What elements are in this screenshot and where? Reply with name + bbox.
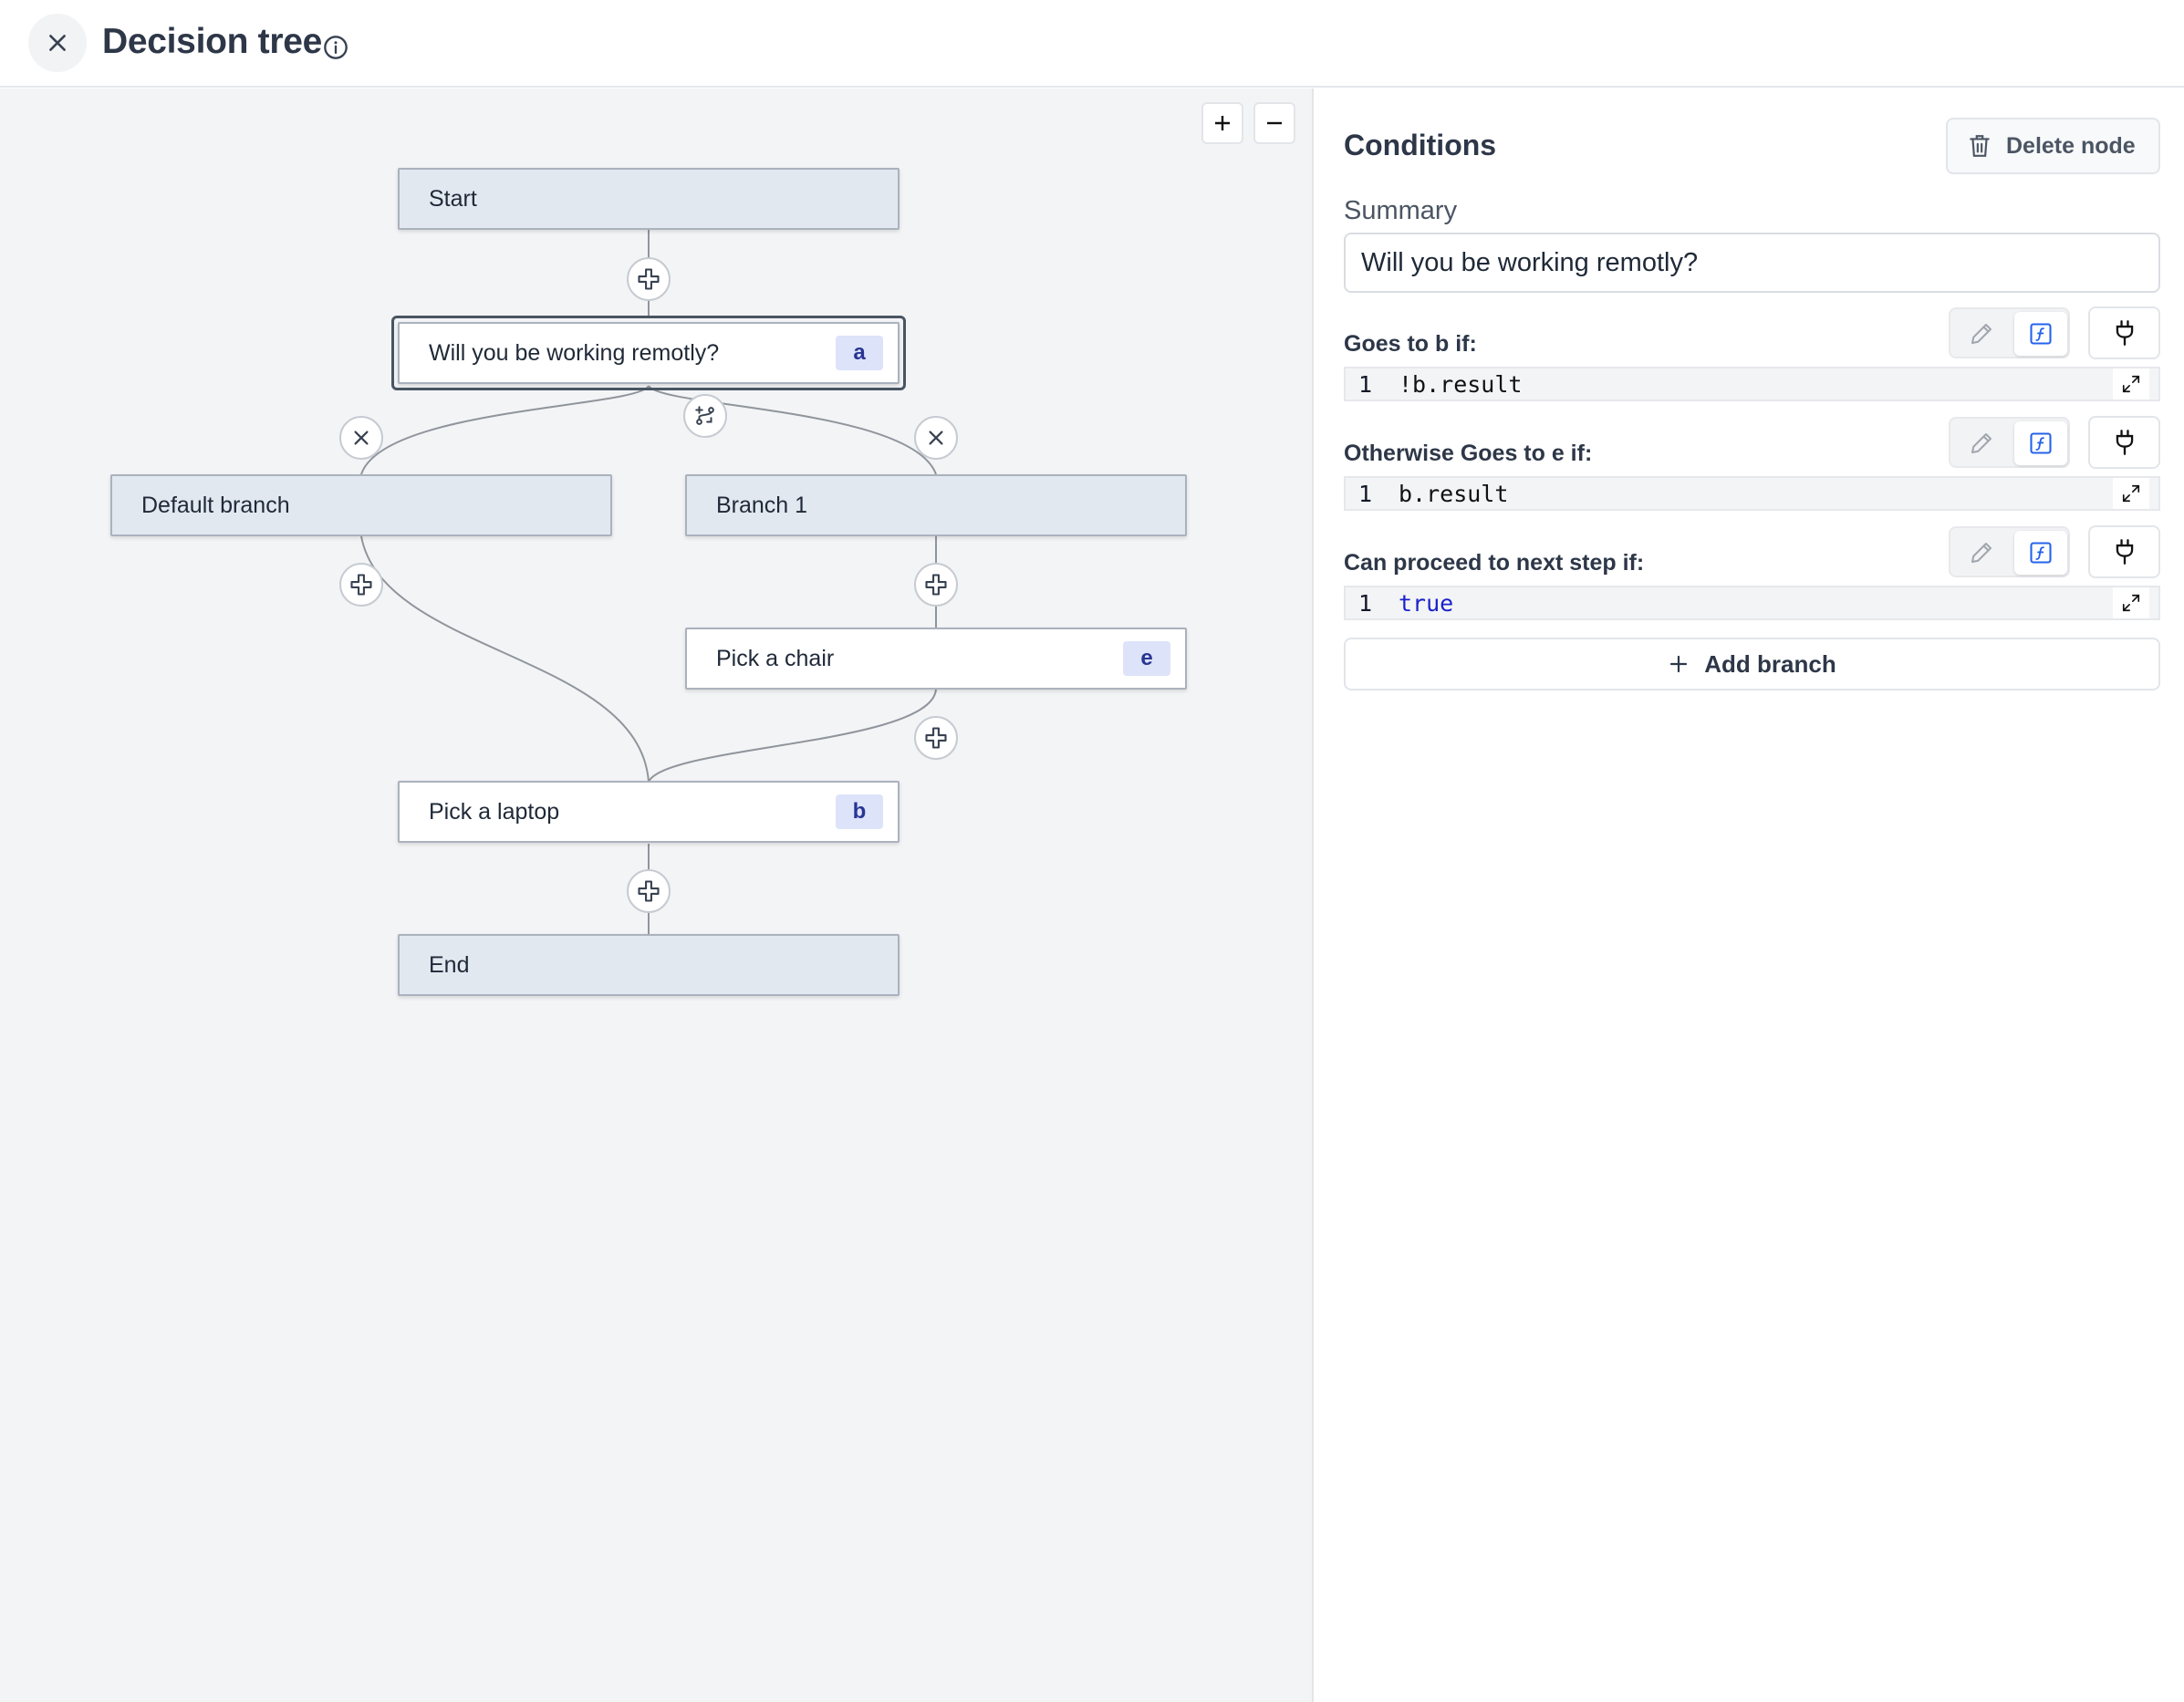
edit-mode-button[interactable]: [1956, 314, 2007, 354]
plug-icon: [2116, 320, 2133, 346]
add-node-button[interactable]: [627, 257, 671, 301]
function-icon: [2030, 432, 2052, 454]
node-label: End: [429, 951, 470, 978]
plug-icon: [2116, 539, 2133, 565]
mode-toggle-group: [1949, 417, 2070, 468]
pencil-icon: [1971, 543, 1992, 563]
node-id-badge: a: [836, 336, 883, 370]
node-question[interactable]: Will you be working remotly? a: [398, 322, 900, 384]
function-icon: [2030, 323, 2052, 345]
condition-label: Can proceed to next step if:: [1344, 550, 1645, 576]
info-icon[interactable]: [323, 35, 348, 60]
remove-branch-button[interactable]: [914, 416, 958, 460]
mode-toggle-group: [1949, 307, 2070, 358]
add-node-button[interactable]: [914, 563, 958, 607]
node-label: Will you be working remotly?: [429, 339, 720, 366]
add-node-button[interactable]: [627, 869, 671, 913]
pencil-icon: [1971, 324, 1992, 344]
node-label: Start: [429, 185, 477, 212]
minus-icon: [1267, 121, 1282, 125]
expand-icon: [2122, 594, 2140, 612]
flow-canvas[interactable]: Start Will you be working remotly? a Def…: [0, 88, 1312, 1702]
trash-icon: [1970, 135, 1990, 157]
plus-outline-icon: [350, 574, 372, 596]
node-pick-chair[interactable]: Pick a chair e: [685, 628, 1187, 690]
expression-mode-button[interactable]: [2014, 421, 2067, 465]
zoom-out-button[interactable]: [1253, 102, 1295, 144]
conditions-panel: Conditions Delete node Summary Goes to b…: [1314, 88, 2184, 1702]
code-line[interactable]: true: [1399, 589, 1454, 617]
close-icon: [49, 35, 66, 51]
remove-branch-button[interactable]: [339, 416, 383, 460]
connect-button[interactable]: [2088, 525, 2160, 578]
add-branch-label: Add branch: [1704, 649, 1836, 678]
add-node-button[interactable]: [339, 563, 383, 607]
edit-mode-button[interactable]: [1956, 533, 2007, 573]
code-line[interactable]: b.result: [1399, 480, 1509, 507]
branch-plus-icon: [695, 406, 714, 425]
connect-button[interactable]: [2088, 306, 2160, 359]
plug-icon: [2116, 430, 2133, 455]
condition-label: Otherwise Goes to e if:: [1344, 441, 1593, 466]
code-editor[interactable]: 1 b.result: [1344, 476, 2160, 511]
line-number: 1: [1358, 370, 1373, 398]
node-start[interactable]: Start: [398, 168, 900, 230]
node-label: Branch 1: [716, 492, 808, 518]
page-title: Decision tree: [102, 22, 323, 61]
expression-mode-button[interactable]: [2014, 312, 2067, 356]
add-branch-node-button[interactable]: [683, 394, 727, 438]
top-bar: Decision tree: [0, 0, 2184, 88]
node-branch-1[interactable]: Branch 1: [685, 474, 1187, 536]
connect-button[interactable]: [2088, 416, 2160, 469]
expand-editor-button[interactable]: [2113, 368, 2149, 400]
flow-edges: [360, 228, 937, 935]
plus-icon: [1215, 116, 1230, 130]
function-icon: [2030, 542, 2052, 564]
code-editor[interactable]: 1 !b.result: [1344, 367, 2160, 401]
close-icon: [929, 431, 943, 445]
delete-node-button[interactable]: Delete node: [1946, 118, 2160, 174]
node-label: Pick a chair: [716, 645, 835, 671]
plus-outline-icon: [925, 727, 947, 749]
plus-outline-icon: [638, 268, 660, 290]
node-label: Pick a laptop: [429, 798, 560, 825]
line-number: 1: [1358, 589, 1373, 617]
line-number: 1: [1358, 480, 1373, 507]
node-default-branch[interactable]: Default branch: [110, 474, 612, 536]
node-label: Default branch: [141, 492, 290, 518]
expand-icon: [2122, 375, 2140, 393]
node-id-badge: b: [836, 794, 883, 829]
mode-toggle-group: [1949, 526, 2070, 577]
close-button[interactable]: [28, 14, 87, 72]
zoom-in-button[interactable]: [1201, 102, 1243, 144]
condition-label: Goes to b if:: [1344, 331, 1477, 357]
plus-outline-icon: [925, 574, 947, 596]
summary-label: Summary: [1344, 196, 1458, 225]
pencil-icon: [1971, 433, 1992, 453]
add-branch-button[interactable]: Add branch: [1344, 638, 2160, 690]
node-pick-laptop[interactable]: Pick a laptop b: [398, 781, 900, 843]
node-end[interactable]: End: [398, 934, 900, 996]
panel-title: Conditions: [1344, 129, 1497, 161]
panel-divider: [1312, 88, 1314, 1702]
selected-node-outline: [391, 316, 906, 390]
code-editor[interactable]: 1 true: [1344, 586, 2160, 620]
close-icon: [354, 431, 369, 445]
delete-node-label: Delete node: [2006, 132, 2136, 159]
summary-input[interactable]: [1344, 233, 2160, 293]
code-line[interactable]: !b.result: [1399, 370, 1523, 398]
node-id-badge: e: [1123, 641, 1170, 676]
expand-icon: [2122, 484, 2140, 503]
expand-editor-button[interactable]: [2113, 587, 2149, 618]
add-node-button[interactable]: [914, 716, 958, 760]
plus-icon: [1670, 655, 1688, 673]
plus-outline-icon: [638, 880, 660, 902]
expression-mode-button[interactable]: [2014, 531, 2067, 575]
expand-editor-button[interactable]: [2113, 478, 2149, 509]
edit-mode-button[interactable]: [1956, 423, 2007, 463]
